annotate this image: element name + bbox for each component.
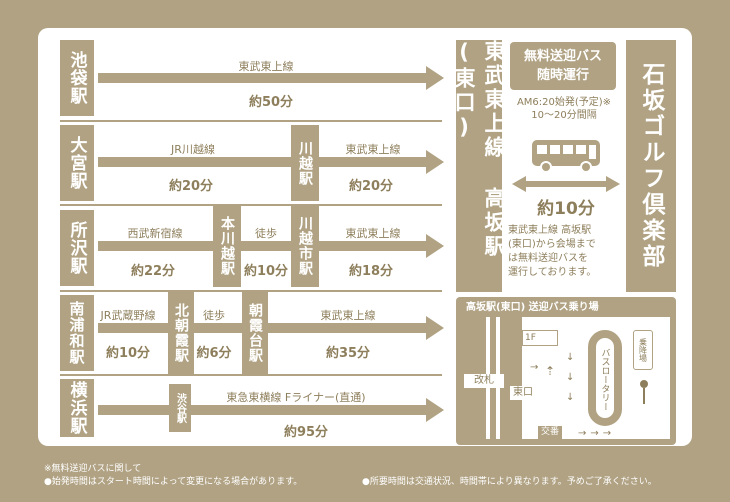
transfer-station-honkawagoe: 本川越駅 <box>213 205 241 287</box>
bus-stop-label: 乗降場 <box>633 330 653 370</box>
arrow-icon <box>426 66 444 90</box>
transfer-station-kitaasaka: 北朝霞駅 <box>168 292 194 374</box>
notes-heading: ※無料送迎バスに関して <box>44 464 142 474</box>
floor-label: 1F <box>522 330 558 346</box>
line-label: 東武東上線 <box>345 227 401 240</box>
station-omiya: 大宮駅 <box>60 125 94 201</box>
walk-arrow-icon: → <box>530 362 539 373</box>
station-tokorozawa: 所沢駅 <box>60 210 94 286</box>
travel-time: 約35分 <box>325 346 371 361</box>
police-box-label: 交番 <box>538 426 562 439</box>
route-line <box>98 241 428 251</box>
arrow-icon <box>426 398 444 422</box>
bus-stop-marker-icon <box>640 380 648 388</box>
double-arrow-icon <box>512 176 620 192</box>
bus-title-line: 無料送迎バス <box>523 49 602 64</box>
station-minamiurawa: 南浦和駅 <box>60 295 94 371</box>
transfer-station-shibuya: 渋谷駅 <box>169 384 191 432</box>
line-label: JR武蔵野線 <box>100 309 156 322</box>
arrow-icon <box>426 316 444 340</box>
bus-description: 東武東上線 高坂駅 (東口)から会場まで は無料送迎バスを 運行しております。 <box>508 224 624 280</box>
map-title: 高坂駅(東口) 送迎バス乗り場 <box>466 302 599 313</box>
bus-description-line: は無料送迎バスを <box>508 253 588 264</box>
stairs-icon: ⇡ <box>545 364 556 378</box>
station-yokohama: 横浜駅 <box>60 379 94 437</box>
bus-description-line: 東武東上線 高坂駅 <box>508 225 592 236</box>
line-label: 東急東横線 Fライナー(直通) <box>226 391 366 404</box>
line-label: 徒歩 <box>203 309 225 322</box>
bus-icon <box>532 140 600 173</box>
ticket-gate-label: 改札 <box>464 374 504 388</box>
bus-rotary <box>588 330 622 426</box>
line-label: 東武東上線 <box>238 60 294 73</box>
row-divider <box>60 120 442 122</box>
transfer-station-kawagoeshi: 川越市駅 <box>291 205 319 287</box>
travel-time: 約22分 <box>130 264 176 279</box>
travel-time: 約10分 <box>105 346 151 361</box>
transfer-station-asakadai: 朝霞台駅 <box>242 292 268 374</box>
travel-time: 約18分 <box>348 264 394 279</box>
bus-description-line: 運行しております。 <box>508 267 597 278</box>
travel-time: 約50分 <box>248 95 294 110</box>
club-name: 石坂ゴルフ倶楽部 <box>626 40 676 292</box>
arrow-icon <box>426 234 444 258</box>
line-label: 徒歩 <box>255 227 277 240</box>
row-divider <box>60 290 442 292</box>
rotary-label: バスロータリー <box>599 347 610 411</box>
bus-description-line: (東口)から会場まで <box>508 239 596 250</box>
travel-time: 約20分 <box>168 179 214 194</box>
bus-travel-time: 約10分 <box>537 199 595 219</box>
travel-time: 約6分 <box>196 346 232 361</box>
bus-stop-pole <box>643 388 645 404</box>
station-ikebukuro: 池袋駅 <box>60 40 94 116</box>
row-divider <box>60 374 442 376</box>
destination-station: 東武東上線 高坂駅(東口) <box>452 40 506 292</box>
arrow-icon <box>426 150 444 174</box>
east-exit-label: 東口 <box>510 386 536 400</box>
line-label: 東武東上線 <box>320 309 376 322</box>
walk-path-icon: →→→ <box>578 428 616 439</box>
line-label: 東武東上線 <box>345 143 401 156</box>
route-line <box>98 405 428 415</box>
bus-title: 無料送迎バス 随時運行 <box>510 42 616 90</box>
route-line <box>98 73 428 83</box>
route-line <box>98 157 428 167</box>
walk-path-icon: ↓↓↓ <box>566 352 575 403</box>
row-divider <box>60 204 442 206</box>
bus-interval: 10〜20分間隔 <box>531 110 597 121</box>
note-start-time: ●始発時間はスタート時間によって変更になる場合があります。 <box>44 477 303 487</box>
bus-first-departure: AM6:20始発(予定)※ <box>516 97 612 108</box>
bus-title-line: 随時運行 <box>536 68 589 83</box>
travel-time: 約95分 <box>283 425 329 440</box>
travel-time: 約10分 <box>243 264 289 279</box>
line-label: JR川越線 <box>171 143 215 156</box>
note-travel-time: ●所要時間は交通状況、時間帯により異なります。予めご了承ください。 <box>362 477 657 487</box>
travel-time: 約20分 <box>348 179 394 194</box>
transfer-station-kawagoe: 川越駅 <box>291 125 319 201</box>
bus-schedule: AM6:20始発(予定)※ 10〜20分間隔 <box>506 96 622 122</box>
line-label: 西武新宿線 <box>127 227 183 240</box>
